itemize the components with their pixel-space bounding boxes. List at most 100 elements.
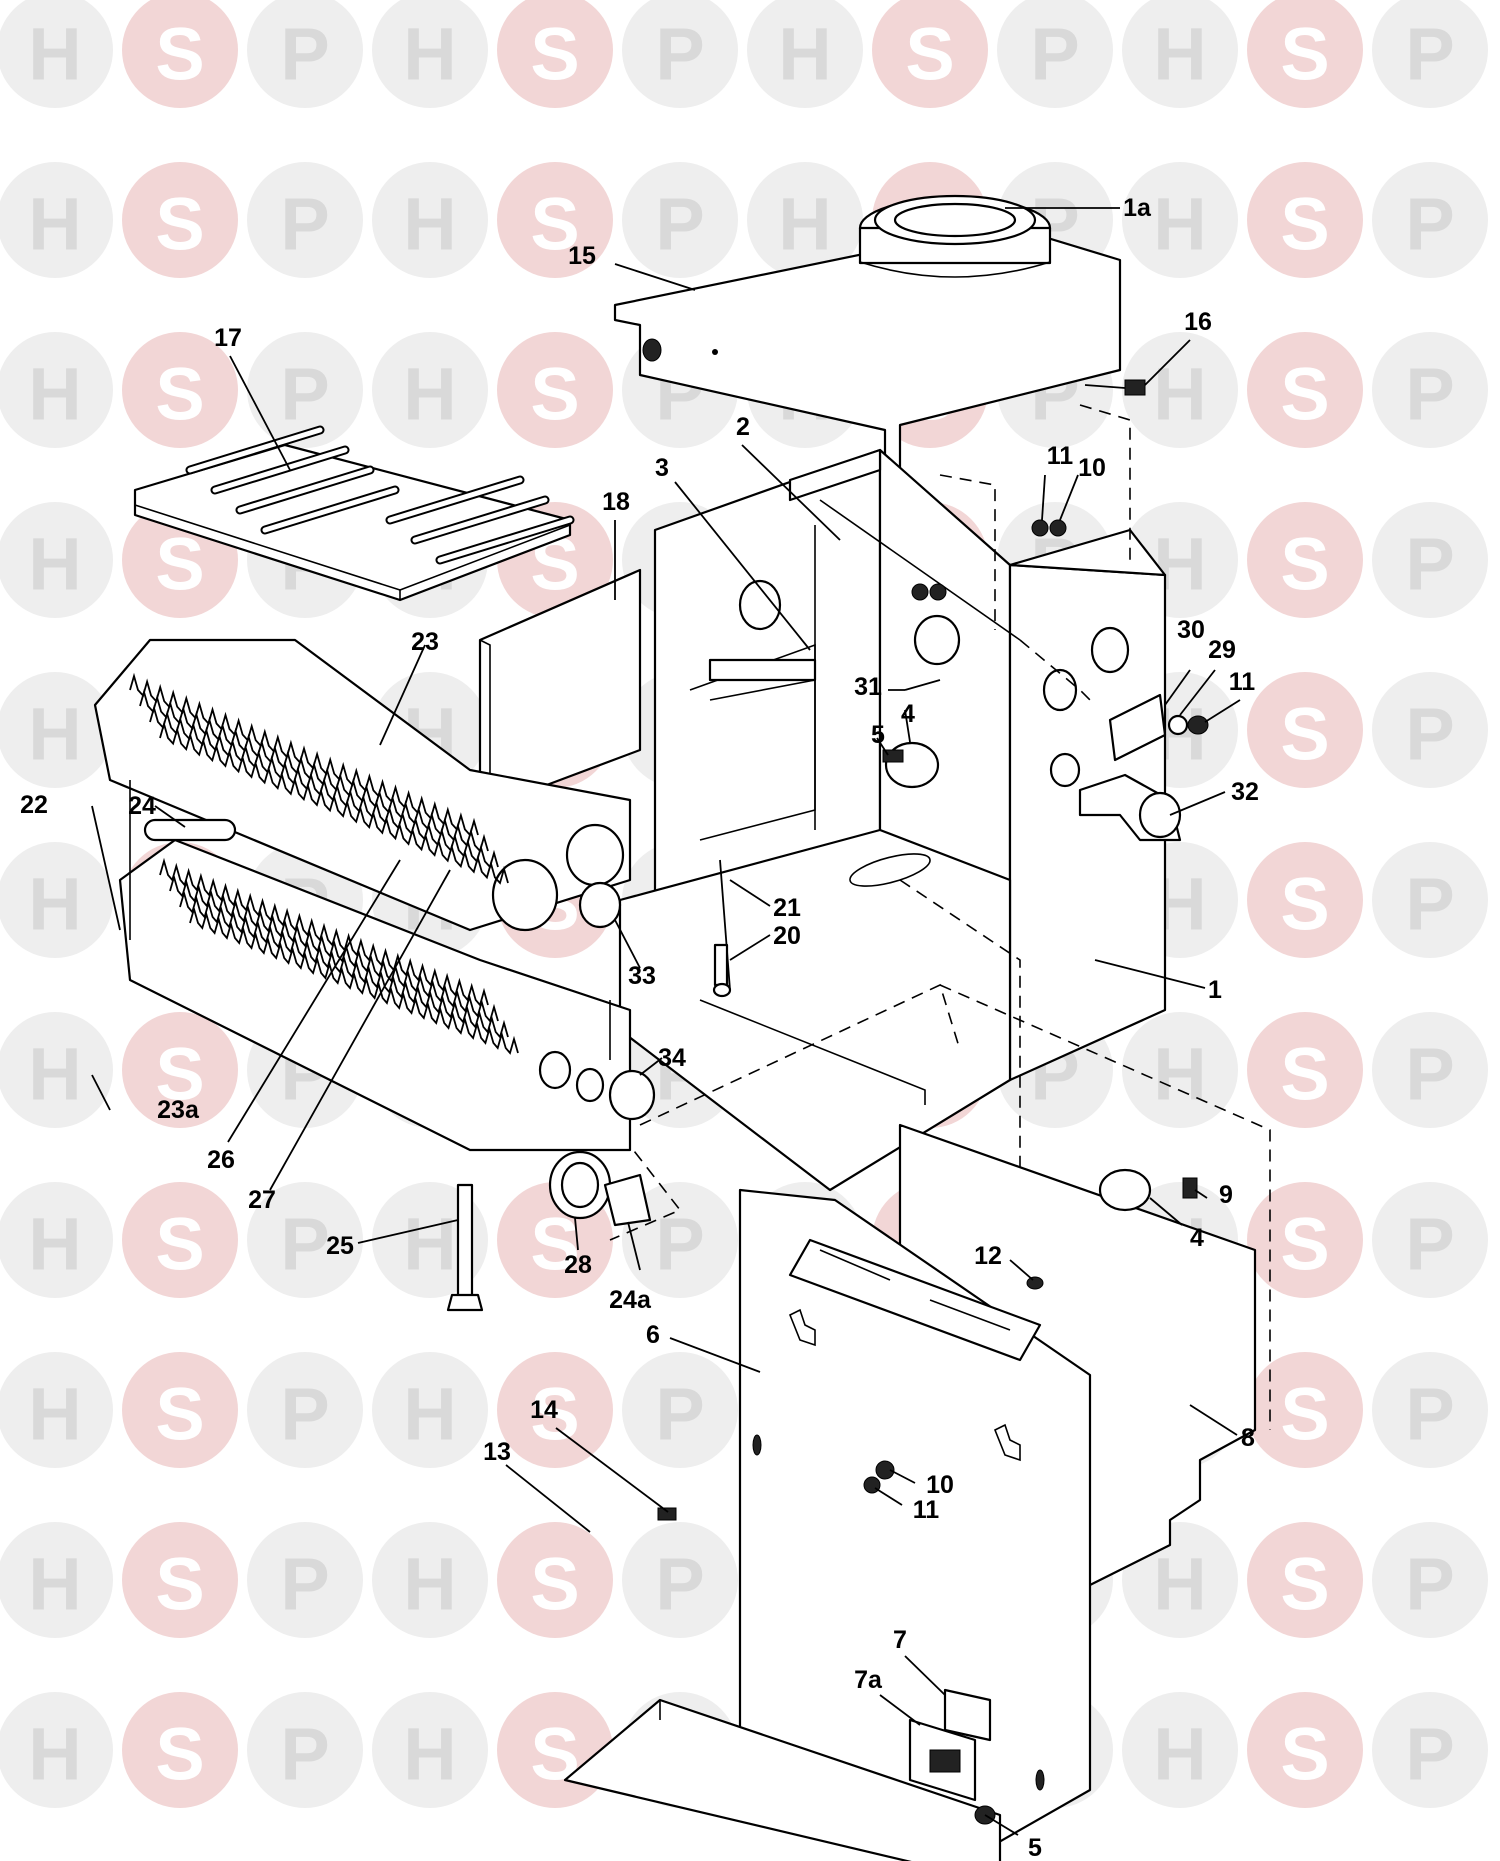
watermark-circle	[247, 1522, 363, 1638]
callout-labels: 1a 15 16 17 18 2 3 11 10 23 22 24 30 29 …	[20, 194, 1259, 1861]
tray-slot	[237, 467, 373, 513]
side-plate	[478, 568, 642, 812]
watermark-circle	[1247, 0, 1363, 108]
watermark-letter: H	[1153, 183, 1206, 266]
fittings	[578, 379, 1209, 1825]
watermark-letter: P	[280, 353, 329, 436]
callout-13: 13	[483, 1438, 511, 1466]
watermark-letter: S	[155, 183, 204, 266]
fin-row	[149, 704, 499, 869]
bottom-flap	[563, 1698, 1002, 1861]
watermark-circle	[247, 1692, 363, 1808]
watermark-circle	[1247, 162, 1363, 278]
watermark-circle	[0, 1352, 113, 1468]
watermark-letter: P	[655, 183, 704, 266]
watermark-letter: H	[403, 353, 456, 436]
watermark-letter: S	[155, 1033, 204, 1116]
watermark-letter: H	[28, 353, 81, 436]
watermark-letter: P	[655, 1543, 704, 1626]
watermark-letter: S	[1280, 863, 1329, 946]
watermark-letter: H	[1153, 353, 1206, 436]
watermark-circle	[1372, 1012, 1488, 1128]
watermark-circle	[0, 502, 113, 618]
watermark-circle	[1122, 332, 1238, 448]
callout-7: 7	[893, 1626, 907, 1654]
fin-row	[139, 688, 489, 853]
watermark-circle	[372, 332, 488, 448]
watermark-circle	[122, 1012, 238, 1128]
watermark-letter: S	[530, 1713, 579, 1796]
watermark-circle	[997, 0, 1113, 108]
watermark-letter: P	[1405, 523, 1454, 606]
watermark-circle	[0, 332, 113, 448]
watermark-letter: H	[403, 1713, 456, 1796]
watermark-circle	[1122, 1012, 1238, 1128]
watermark-letter: P	[280, 13, 329, 96]
callout-23a: 23a	[157, 1096, 200, 1124]
watermark-letter: S	[155, 1543, 204, 1626]
tray-slot	[387, 477, 523, 523]
callout-11-top: 11	[1047, 442, 1074, 470]
assembly-dash-lines	[609, 404, 1271, 1430]
watermark-circle	[247, 0, 363, 108]
watermark-circle	[1247, 1012, 1363, 1128]
watermark-letter: H	[1153, 1543, 1206, 1626]
callout-5-low: 5	[1028, 1834, 1042, 1861]
watermark-letter: P	[1030, 13, 1079, 96]
watermark-letter: S	[1280, 693, 1329, 776]
watermark-letter: S	[1280, 1203, 1329, 1286]
watermark-circle	[122, 1352, 238, 1468]
watermark-circle	[1372, 502, 1488, 618]
watermark-letter: S	[155, 353, 204, 436]
watermark-circle	[497, 162, 613, 278]
watermark-letter: H	[778, 13, 831, 96]
tray-slot	[437, 517, 573, 563]
watermark-letter: P	[280, 1713, 329, 1796]
watermark-letter: S	[155, 1713, 204, 1796]
watermark-circle	[122, 162, 238, 278]
callout-14: 14	[530, 1396, 558, 1424]
watermark-circle	[622, 162, 738, 278]
callout-4-low: 4	[1190, 1224, 1204, 1252]
watermark-letter: H	[28, 1543, 81, 1626]
callout-32: 32	[1231, 778, 1259, 806]
watermark-circle	[1247, 842, 1363, 958]
watermark-circle	[1122, 1692, 1238, 1808]
watermark-circle	[747, 0, 863, 108]
tray-slots	[185, 425, 575, 565]
watermark-circle	[122, 1182, 238, 1298]
watermark-circle	[122, 0, 238, 108]
watermark-circle	[0, 1522, 113, 1638]
watermark-circle	[372, 1522, 488, 1638]
watermark-circle	[747, 162, 863, 278]
flue-collar	[858, 194, 1052, 278]
watermark-circle	[1372, 0, 1488, 108]
callout-9: 9	[1219, 1181, 1233, 1209]
callout-3: 3	[655, 454, 669, 482]
callout-28: 28	[564, 1251, 592, 1279]
watermark-letter: H	[28, 1203, 81, 1286]
callout-6: 6	[646, 1321, 660, 1349]
callout-30: 30	[1177, 616, 1205, 644]
watermark-letter: H	[403, 183, 456, 266]
watermark-circle	[1247, 1522, 1363, 1638]
callout-23: 23	[411, 628, 439, 656]
callout-7a: 7a	[854, 1666, 883, 1694]
watermark-letter: P	[280, 1373, 329, 1456]
watermark-circle	[1247, 332, 1363, 448]
callout-2: 2	[736, 413, 750, 441]
watermark-circle	[122, 1522, 238, 1638]
callout-8: 8	[1241, 1424, 1255, 1452]
watermark-letter: P	[1405, 1203, 1454, 1286]
front-panel	[738, 1188, 1092, 1861]
watermark-letter: H	[1153, 1713, 1206, 1796]
watermark-circle	[1247, 502, 1363, 618]
callout-20: 20	[773, 922, 801, 950]
watermark-letter: H	[778, 183, 831, 266]
watermark-letter: S	[1280, 353, 1329, 436]
watermark-letter: P	[655, 13, 704, 96]
callout-26: 26	[207, 1146, 235, 1174]
watermark-letter: H	[1153, 13, 1206, 96]
watermark-letter: P	[1405, 1033, 1454, 1116]
watermark-circle	[1372, 1522, 1488, 1638]
